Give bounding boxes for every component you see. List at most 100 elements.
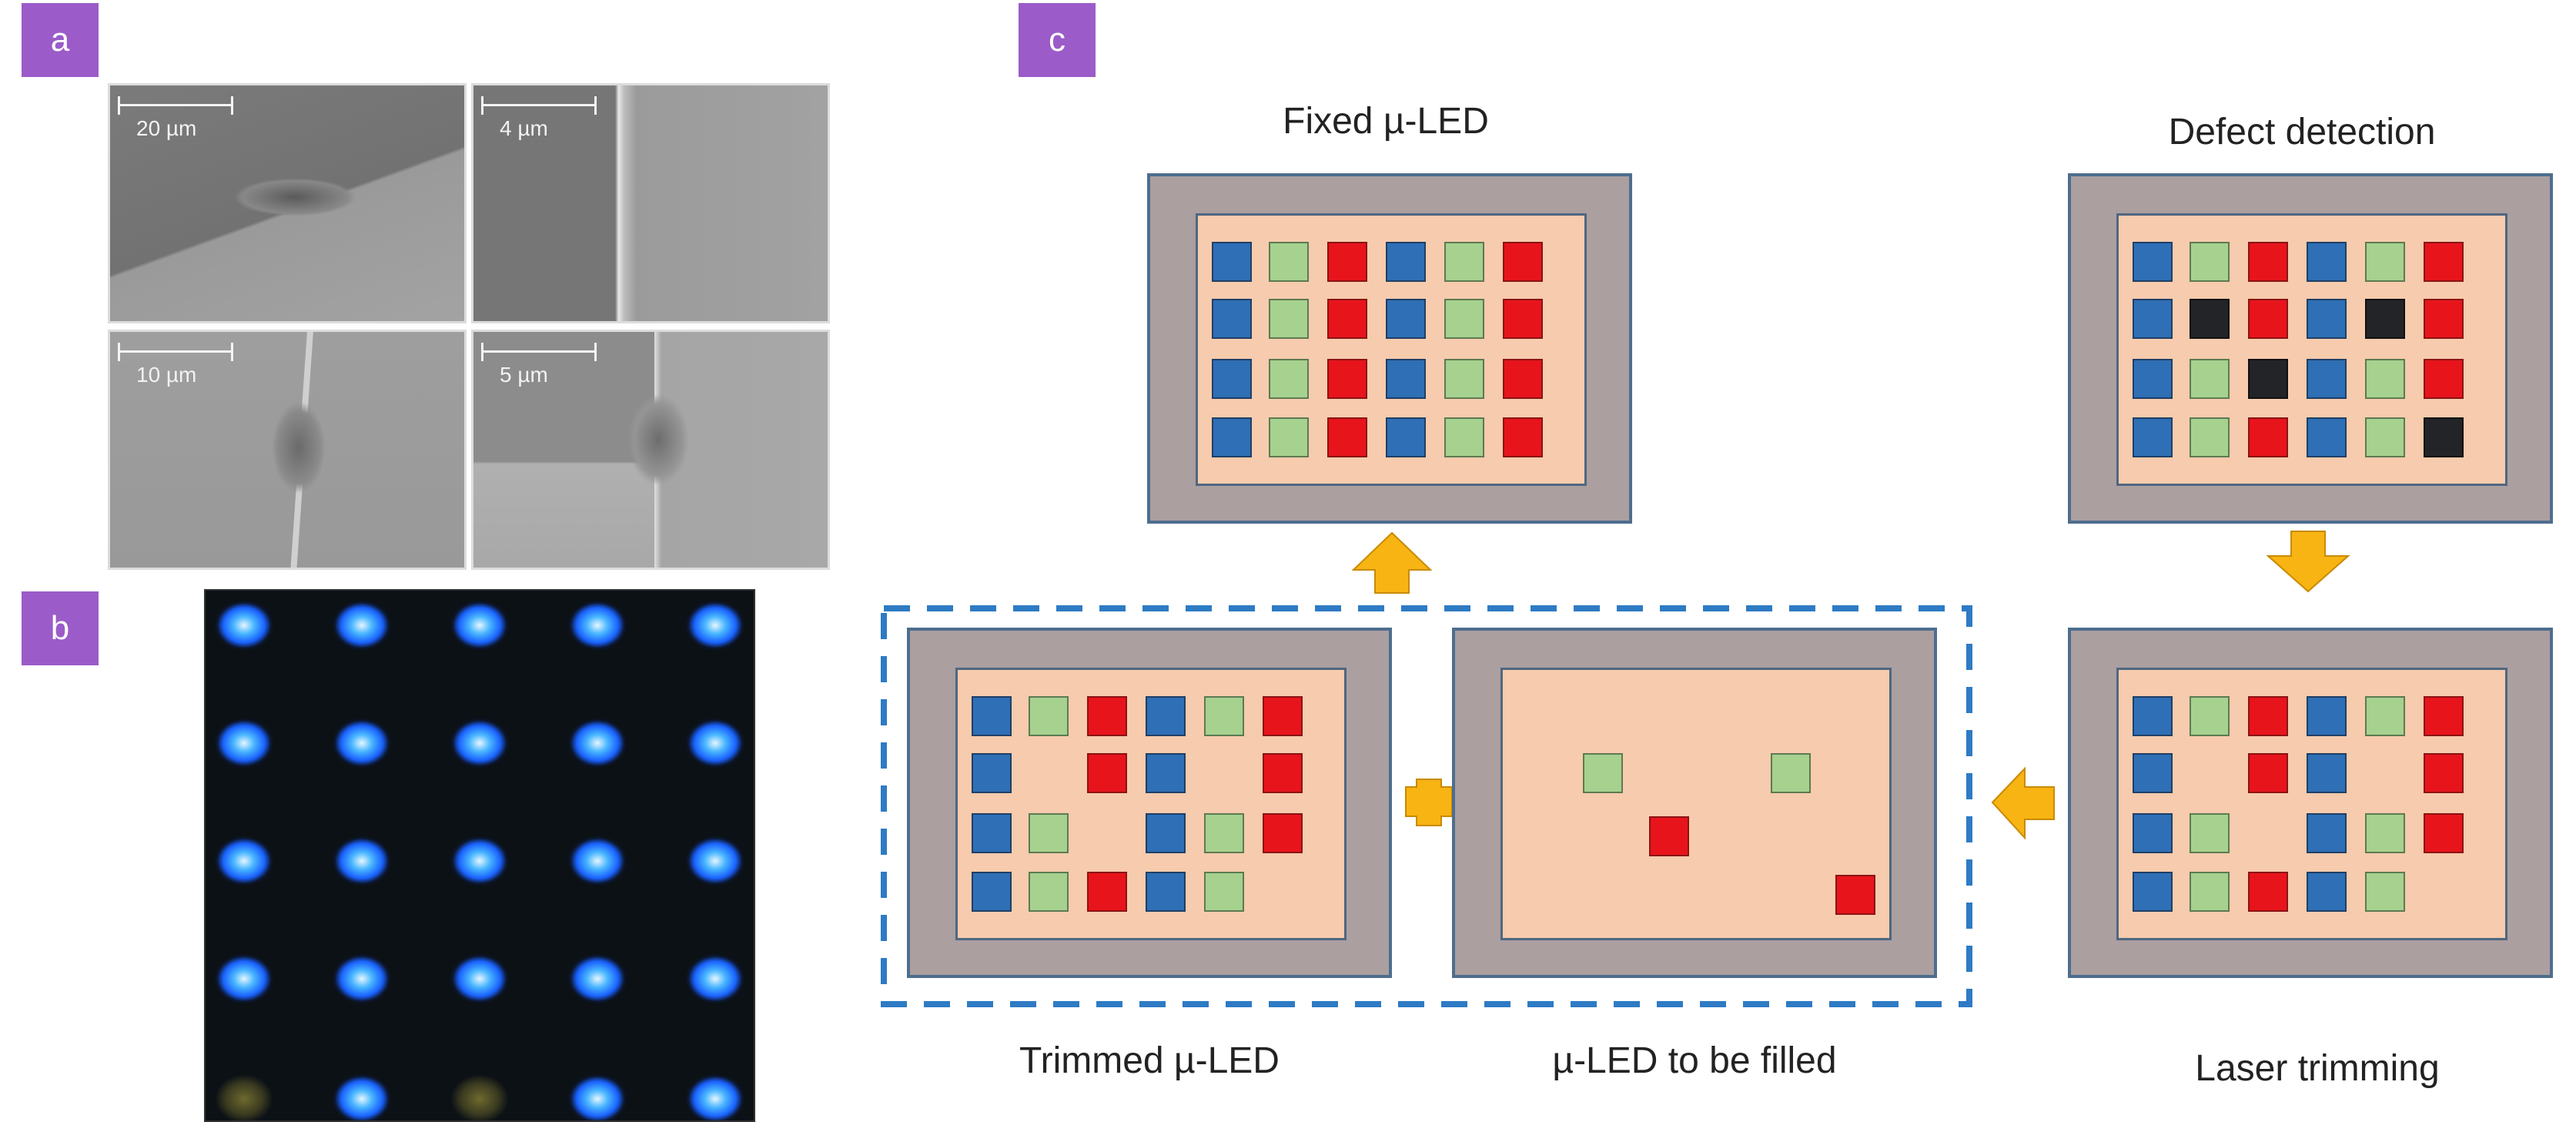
micro-led-cell — [2190, 242, 2230, 282]
micro-led-cell — [1386, 299, 1426, 339]
micro-led-cell — [1269, 359, 1309, 399]
panel-label-c: c — [1019, 3, 1096, 77]
micro-led-cell — [1087, 753, 1127, 793]
micro-led-cell — [2424, 813, 2464, 853]
scale-label: 20 µm — [136, 116, 197, 140]
panel-led-to-be-filled — [1452, 628, 1937, 978]
micro-led-cell — [1087, 696, 1127, 736]
defect-blob — [627, 394, 689, 486]
micro-led-cell — [1444, 417, 1484, 457]
micro-led-cell — [2307, 359, 2347, 399]
micro-led-cell — [2248, 696, 2288, 736]
micro-led-cell — [1269, 242, 1309, 282]
micro-led-cell — [1503, 359, 1543, 399]
micro-led-cell — [2307, 753, 2347, 793]
title-defect-detection: Defect detection — [2168, 112, 2436, 152]
micro-led-cell — [2133, 242, 2173, 282]
micro-led-cell — [1212, 242, 1252, 282]
micro-led-cell — [2248, 872, 2288, 912]
led-emitter — [686, 718, 744, 768]
micro-led-cell — [2248, 242, 2288, 282]
micro-led-cell — [1212, 299, 1252, 339]
micro-led-cell — [1835, 875, 1875, 915]
scale-bar — [118, 343, 233, 363]
micro-led-cell — [1327, 359, 1367, 399]
scale-label: 10 µm — [136, 363, 197, 387]
led-emitter — [450, 718, 509, 768]
micro-led-cell — [2248, 299, 2288, 339]
led-emitter — [568, 718, 627, 768]
micro-led-cell — [2307, 417, 2347, 457]
sem-image-2: 4 µm — [471, 83, 830, 323]
scale-label: 5 µm — [500, 363, 548, 387]
micro-led-cell — [1386, 242, 1426, 282]
micro-led-cell — [1649, 816, 1689, 856]
led-emitter — [450, 601, 509, 650]
substrate — [2116, 668, 2507, 940]
sem-image-4: 5 µm — [471, 330, 830, 570]
micro-led-cell — [2133, 753, 2173, 793]
micro-led-cell — [1146, 696, 1186, 736]
micro-led-cell — [2365, 359, 2405, 399]
scale-bar — [481, 343, 597, 363]
panel-fixed-led — [1147, 173, 1632, 524]
micro-led-cell — [1503, 417, 1543, 457]
micro-led-cell — [972, 753, 1012, 793]
led-emitter — [450, 1074, 509, 1120]
substrate — [955, 668, 1347, 940]
micro-led-cell — [2424, 696, 2464, 736]
micro-led-cell — [2424, 417, 2464, 457]
led-emitter — [333, 1074, 391, 1120]
micro-led-cell — [1269, 299, 1309, 339]
micro-led-cell — [2365, 696, 2405, 736]
micro-led-cell — [2307, 813, 2347, 853]
micro-led-cell — [2307, 299, 2347, 339]
micro-led-cell — [1204, 872, 1244, 912]
title-trimmed-led: Trimmed µ-LED — [1019, 1040, 1280, 1081]
panel-laser-trimming — [2068, 628, 2553, 978]
led-emitter — [686, 601, 744, 650]
substrate — [2116, 213, 2507, 486]
defect-blob — [272, 401, 326, 494]
micro-led-cell — [1444, 359, 1484, 399]
micro-led-cell — [2190, 813, 2230, 853]
title-laser-trimming: Laser trimming — [2195, 1048, 2440, 1089]
led-emitter — [333, 954, 391, 1003]
micro-led-cell — [972, 696, 1012, 736]
scale-bar — [481, 96, 597, 116]
micro-led-cell — [2190, 872, 2230, 912]
micro-led-cell — [1204, 696, 1244, 736]
micro-led-cell — [2307, 696, 2347, 736]
led-emitter — [215, 1074, 273, 1120]
micro-led-cell — [2365, 299, 2405, 339]
scale-bar — [118, 96, 233, 116]
defect-blob — [233, 178, 356, 216]
micro-led-cell — [1029, 696, 1069, 736]
substrate — [1500, 668, 1892, 940]
micro-led-cell — [2133, 696, 2173, 736]
micro-led-cell — [1146, 872, 1186, 912]
micro-led-cell — [2365, 813, 2405, 853]
micro-led-cell — [1263, 813, 1303, 853]
led-emitter — [215, 718, 273, 768]
micro-led-cell — [1212, 359, 1252, 399]
led-emission-photo — [204, 589, 755, 1122]
micro-led-cell — [2424, 359, 2464, 399]
panel-defect-detection — [2068, 173, 2553, 524]
micro-led-cell — [1386, 359, 1426, 399]
micro-led-cell — [1263, 696, 1303, 736]
led-emitter — [333, 836, 391, 886]
arrow-down-icon — [2266, 531, 2350, 593]
micro-led-cell — [2133, 813, 2173, 853]
arrow-up-icon — [1351, 531, 1433, 594]
sem-image-3: 10 µm — [108, 330, 467, 570]
micro-led-cell — [2133, 417, 2173, 457]
micro-led-cell — [1204, 813, 1244, 853]
micro-led-cell — [2365, 417, 2405, 457]
sem-image-1: 20 µm — [108, 83, 467, 323]
led-emitter — [568, 836, 627, 886]
micro-led-cell — [2248, 417, 2288, 457]
micro-led-cell — [2307, 872, 2347, 912]
micro-led-cell — [1029, 813, 1069, 853]
micro-led-cell — [1503, 242, 1543, 282]
